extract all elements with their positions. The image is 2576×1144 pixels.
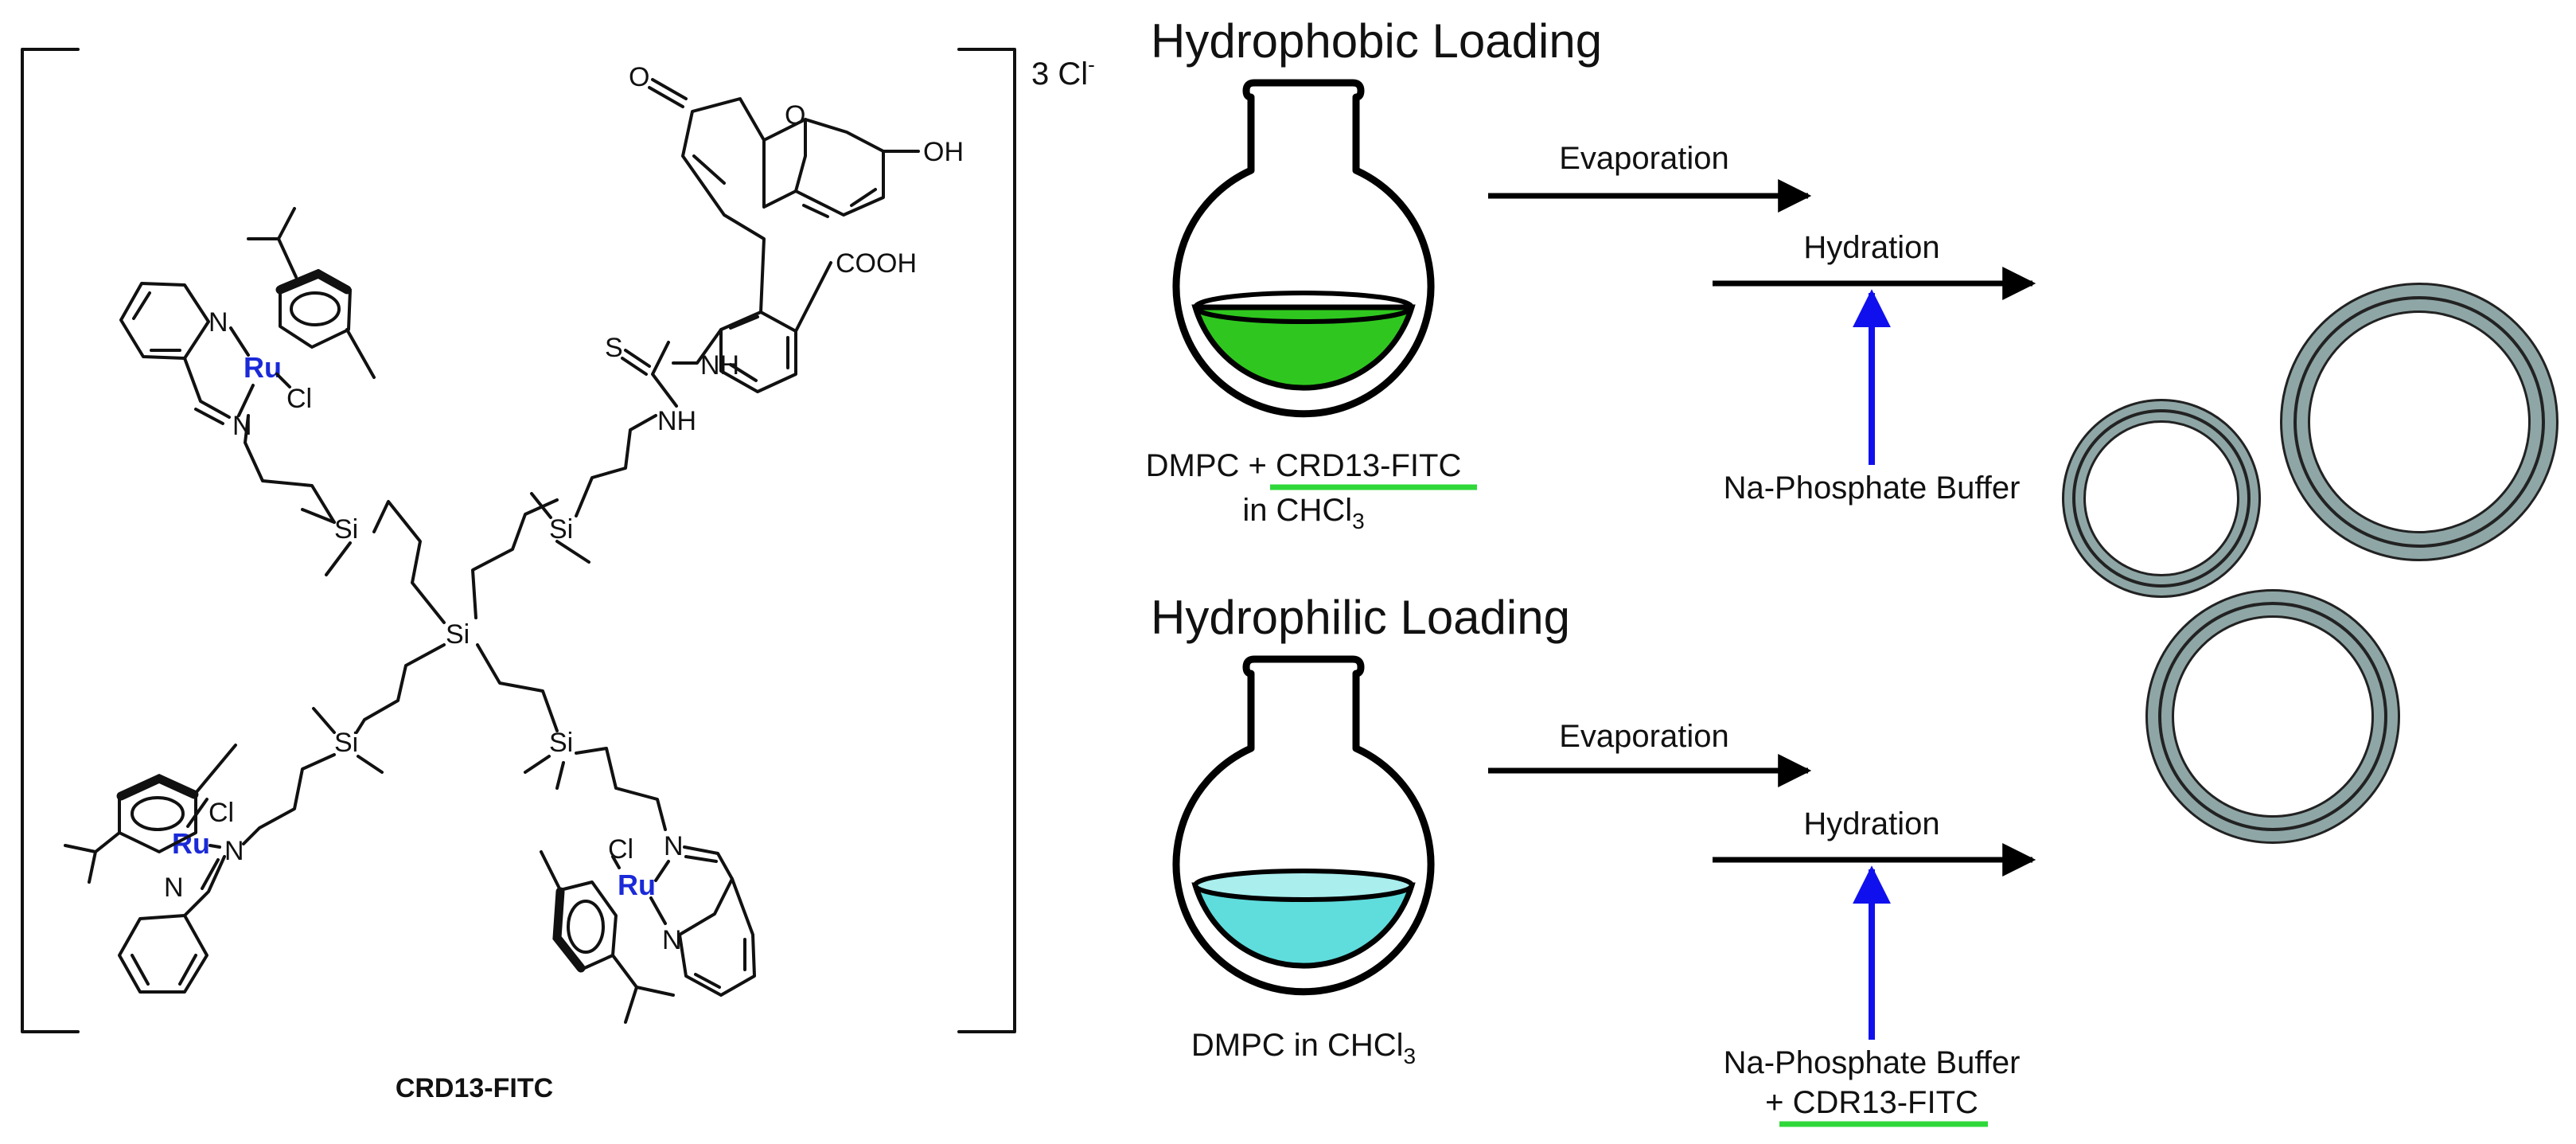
cymene-bold-upper-left <box>275 268 352 295</box>
hydrophilic-hydration-label: Hydration <box>1803 806 1939 841</box>
imine-bond-upper-left <box>183 357 231 425</box>
si-methyls-upper-left <box>301 508 352 576</box>
hydrophilic-flask-liquid <box>1191 882 1416 969</box>
cl-lower-right: Cl <box>608 834 633 865</box>
n-pyridine-lower-left: N <box>164 873 184 903</box>
isopropyl-lower-left <box>64 831 121 884</box>
si-atom-upper-right: Si <box>549 514 573 545</box>
si-methyls-upper-right <box>530 492 590 564</box>
hydrophobic-flask-label-line2: in CHCl3 <box>1242 493 1364 533</box>
isopropyl-upper-left <box>247 207 298 279</box>
arm-lower-right <box>476 643 559 732</box>
chain-lower-right <box>575 747 667 831</box>
si-methyls-lower-right <box>524 755 565 790</box>
pyridine-lower-left <box>118 914 208 994</box>
vesicle-small <box>2062 399 2261 598</box>
nh-lower-thiourea: NH <box>657 406 696 436</box>
ru-bonds-lower-right <box>611 855 670 925</box>
left-bracket <box>21 48 80 1033</box>
hydrophilic-flask-surface <box>1193 869 1414 902</box>
si-methyls-lower-left <box>312 707 384 774</box>
vesicle-medium <box>2145 589 2400 844</box>
cl-lower-left: Cl <box>208 798 234 828</box>
xanthene-right-ring <box>794 118 885 217</box>
arm-upper-right <box>471 498 559 619</box>
o-ketone: O <box>629 62 649 92</box>
cymene-bold-lower-right <box>552 887 586 973</box>
n-pyridine-lower-right: N <box>662 925 682 955</box>
cl-upper-left: Cl <box>286 384 312 414</box>
hydrophobic-buffer-label: Na-Phosphate Buffer <box>1724 470 2021 506</box>
central-si-atom: Si <box>446 619 470 650</box>
ru-center-lower-right[interactable]: Ru <box>618 869 656 901</box>
pyridine-double-upper-left <box>132 291 181 352</box>
hydrophilic-buffer-label-line2: + CDR13-FITC <box>1765 1085 1978 1120</box>
molecule-structure: 3 Cl- Si Si N N Ru Cl Si NH S NH <box>21 48 1095 1103</box>
hydrophilic-evaporation-label: Evaporation <box>1559 719 1728 754</box>
pyridine-upper-left <box>119 282 210 360</box>
pyridine-double-lower-left <box>131 954 197 986</box>
ketone-bond <box>648 78 688 108</box>
hydrophilic-section: Hydrophilic Loading DMPC in CHCl3 Evapor… <box>1151 591 2036 1127</box>
thiourea-core <box>621 341 678 408</box>
hydrophilic-flask <box>1172 655 1435 996</box>
oh-phenol: OH <box>923 137 964 167</box>
cooh-bond <box>794 261 832 333</box>
thiourea-to-ring <box>672 328 723 365</box>
n-imine-upper-left: N <box>232 411 252 441</box>
imine-bond-lower-right <box>683 845 734 880</box>
cooh-group: COOH <box>836 248 917 279</box>
imine-bond-lower-left <box>183 855 226 917</box>
hydrophobic-section: Hydrophobic Loading DMPC + CRD13-FITC in… <box>1146 14 2036 533</box>
arm-upper-left <box>372 500 446 624</box>
hydrophobic-flask <box>1172 79 1435 418</box>
cymene-ring-lower-right <box>555 880 618 971</box>
hydrophilic-title: Hydrophilic Loading <box>1151 591 1570 644</box>
methyl-upper-left <box>345 328 376 379</box>
si-atom-lower-left: Si <box>334 728 358 758</box>
hydrophilic-buffer-label-line1: Na-Phosphate Buffer <box>1724 1045 2021 1080</box>
hydrophobic-hydration-label: Hydration <box>1803 230 1939 265</box>
n-pyridine-upper-left: N <box>208 307 228 338</box>
counterion-label: 3 Cl- <box>1031 53 1095 92</box>
pyridine-double-lower-right <box>694 938 746 989</box>
chain-lower-left <box>242 753 336 845</box>
vesicle-large <box>2280 283 2558 561</box>
xanthene-doubles <box>692 154 877 218</box>
arm-lower-left <box>355 643 446 734</box>
o-xanthene-bridge: O <box>785 100 805 131</box>
methyl-lower-right <box>540 850 562 892</box>
xanthene-left-ring <box>681 97 766 314</box>
cymene-bold-lower-left <box>116 773 199 801</box>
fitc-benzoic-doubles <box>729 315 789 382</box>
si-atom-upper-left: Si <box>334 514 358 545</box>
xanthene-center-ring <box>762 118 807 209</box>
s-thiourea: S <box>605 333 623 363</box>
chain-upper-left <box>244 414 336 524</box>
hydrophobic-flask-surface <box>1193 291 1414 324</box>
right-bracket <box>957 48 1016 1033</box>
hydrophilic-flask-label: DMPC in CHCl3 <box>1191 1028 1416 1068</box>
hydrophobic-evaporation-label: Evaporation <box>1559 141 1728 176</box>
ru-bonds-upper-left <box>229 326 291 417</box>
molecule-name-label: CRD13-FITC <box>396 1073 553 1103</box>
cymene-aromatic-lower-left <box>131 796 185 831</box>
vesicles <box>2062 283 2558 844</box>
chain-upper-right <box>575 414 657 517</box>
si-atom-lower-right: Si <box>549 728 573 758</box>
hydrophobic-flask-liquid <box>1191 304 1416 391</box>
cymene-aromatic-lower-right <box>567 900 605 954</box>
cymene-aromatic-upper-left <box>290 291 341 326</box>
methyl-lower-left <box>194 744 237 795</box>
n-imine-lower-right: N <box>664 831 684 861</box>
hydrophobic-flask-label-line1: DMPC + CRD13-FITC <box>1146 448 1462 483</box>
pyridine-lower-right <box>678 877 756 997</box>
hydrophobic-title: Hydrophobic Loading <box>1151 14 1602 68</box>
ru-center-upper-left[interactable]: Ru <box>244 351 282 384</box>
isopropyl-lower-right <box>611 954 675 1024</box>
n-imine-lower-left: N <box>224 836 244 866</box>
